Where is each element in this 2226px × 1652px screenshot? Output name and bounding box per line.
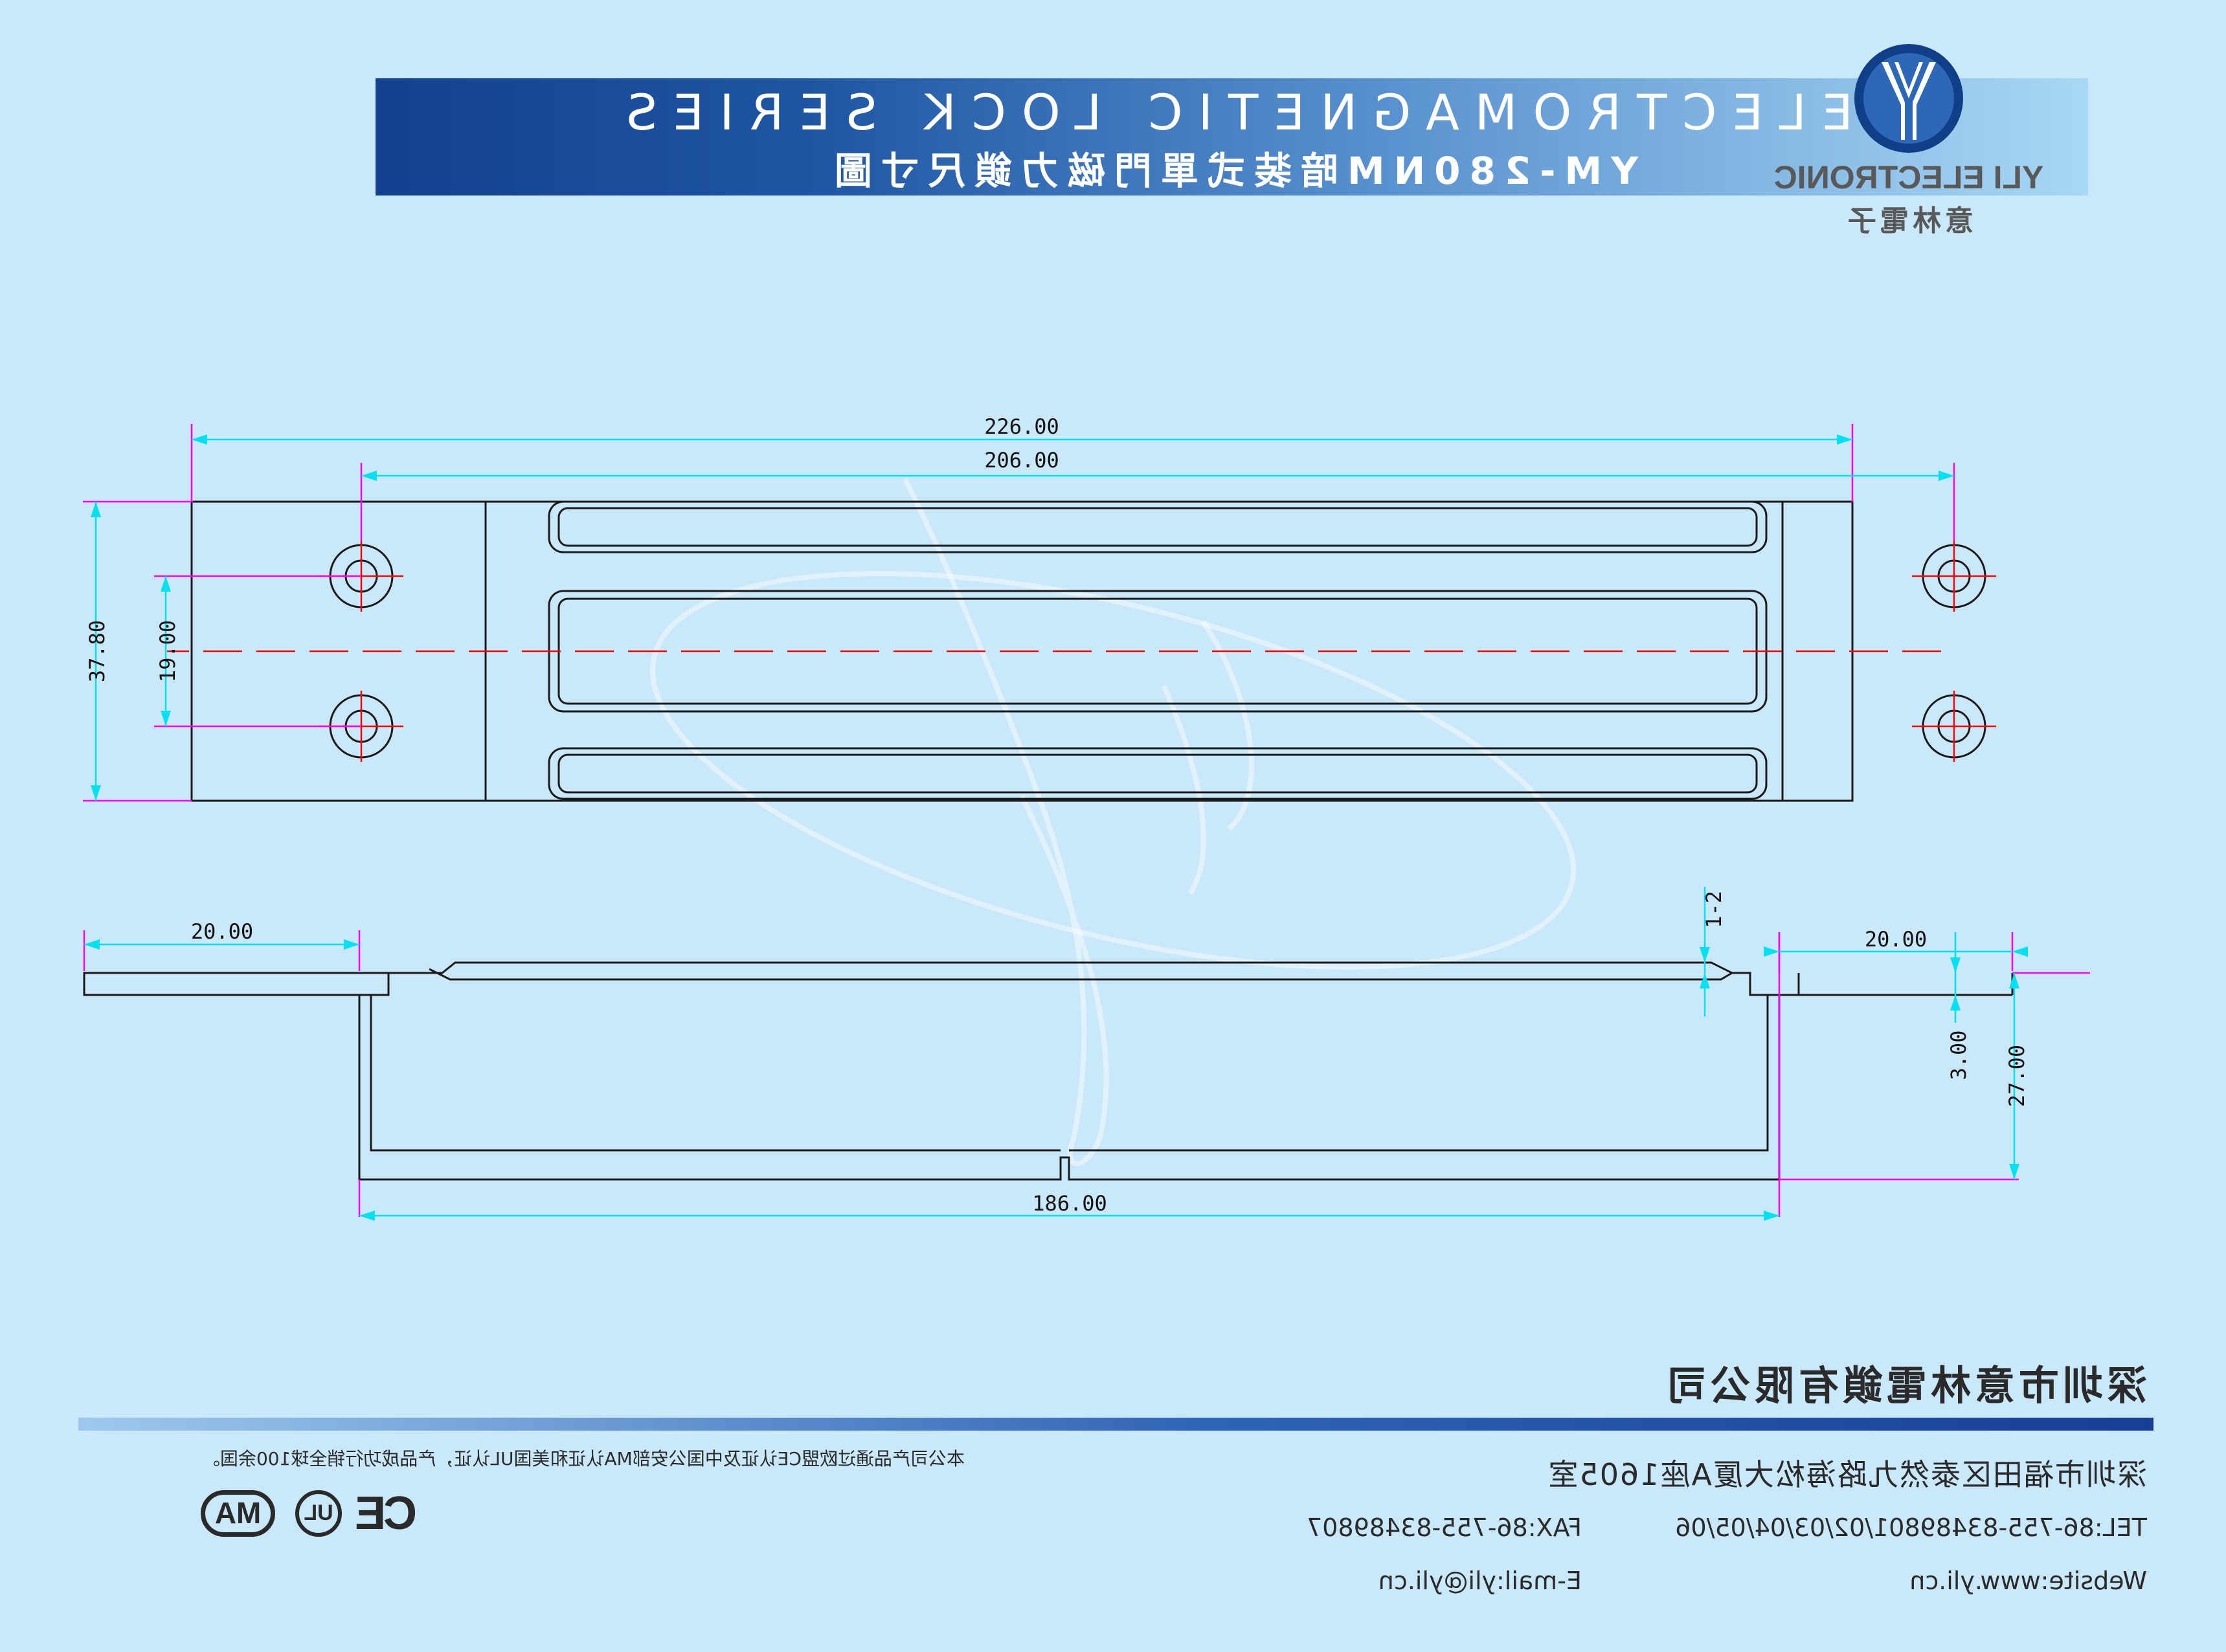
contact-tel: TEL:86-755-83489801/02/03/04/05/06 [1675,1513,2147,1542]
dim-inner-length: 206.00 [984,448,1059,473]
top-view-dimension-arrows [91,434,1954,801]
slot-bottom-inner [557,753,1758,794]
dim-flange-thickness: 3.00 [1946,1030,1971,1080]
dim-right-flange: 20.00 [1865,927,1927,952]
dim-height: 37.80 [85,620,109,682]
top-view-centerlines [167,541,1996,762]
contact-email[interactable]: E-mail:yli@yli.cn [1378,1567,1582,1595]
top-view-extension-lines [83,424,1955,802]
ul-cert-icon: UL [295,1490,342,1537]
yli-y-logo-icon [1854,44,1963,153]
slot-bottom [548,747,1768,800]
side-view-dimension-arrows [84,939,2028,1221]
ma-cert-icon: MA [201,1490,275,1537]
dim-depth: 27.00 [2005,1045,2029,1107]
dim-overall-length: 226.00 [984,414,1059,439]
slot-top [548,500,1768,553]
contact-website[interactable]: Website:www.yli.cn [1909,1567,2147,1595]
watermark-logo [650,478,1576,1166]
dim-gap: 1-2 [1702,891,1726,928]
footer-divider [78,1418,2153,1431]
side-view [83,961,2014,1181]
company-name: 深圳市意林電鎖有限公司 [1662,1362,2147,1409]
side-view-dimension-lines [84,887,2016,1217]
dim-hole-spacing: 19.00 [155,620,180,682]
contact-fax: FAX:86-755-83489807 [1307,1513,1582,1542]
dim-left-flange: 20.00 [191,919,253,944]
dim-bottom-length: 186.00 [1032,1191,1107,1216]
slot-top-inner [557,507,1758,547]
company-address: 深圳市福田区泰然九路海松大厦A座1605室 [1547,1457,2147,1492]
ce-cert-icon: CE [357,1488,418,1539]
top-view-dimension-lines [95,438,1954,801]
side-view-extension-lines [83,930,2090,1217]
certification-note: 本公司产品通过欧盟CE认证及中国公安部MA认证和美国UL认证，产品成功行销全球1… [201,1448,965,1469]
